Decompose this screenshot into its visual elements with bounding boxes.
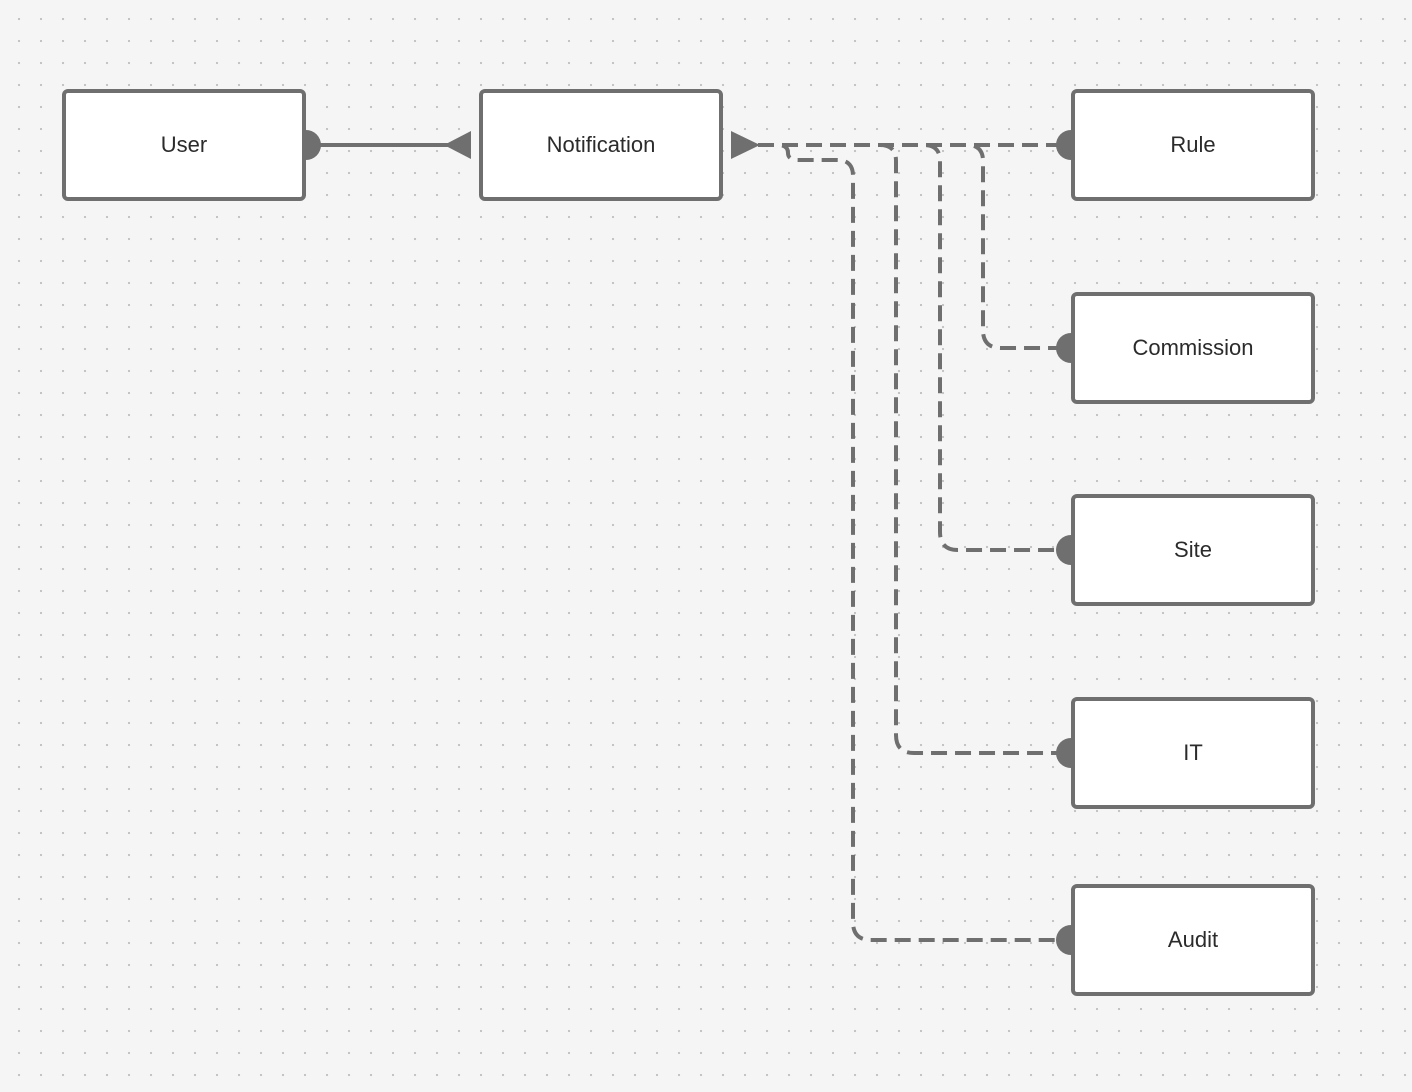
entity-user[interactable]: User (62, 89, 306, 201)
connector-notification-it[interactable] (758, 143, 1071, 755)
entity-user-label: User (160, 132, 208, 157)
entity-notification[interactable]: Notification (479, 89, 723, 201)
entity-commission-label: Commission (1132, 335, 1254, 360)
notification-outbound-arrow-icon (731, 131, 760, 159)
connector-notification-commission[interactable] (758, 143, 1071, 350)
entity-audit-label: Audit (1167, 927, 1219, 952)
entity-notification-label: Notification (546, 132, 656, 157)
entity-it[interactable]: IT (1071, 697, 1315, 809)
notification-inbound-arrow-icon (444, 131, 471, 159)
entity-rule[interactable]: Rule (1071, 89, 1315, 201)
entity-it-label: IT (1183, 740, 1203, 765)
entity-commission[interactable]: Commission (1071, 292, 1315, 404)
connector-notification-audit[interactable] (758, 143, 1071, 942)
connector-notification-site[interactable] (758, 143, 1071, 552)
entity-rule-label: Rule (1170, 132, 1216, 157)
entity-site[interactable]: Site (1071, 494, 1315, 606)
entity-audit[interactable]: Audit (1071, 884, 1315, 996)
entity-site-label: Site (1174, 537, 1212, 562)
